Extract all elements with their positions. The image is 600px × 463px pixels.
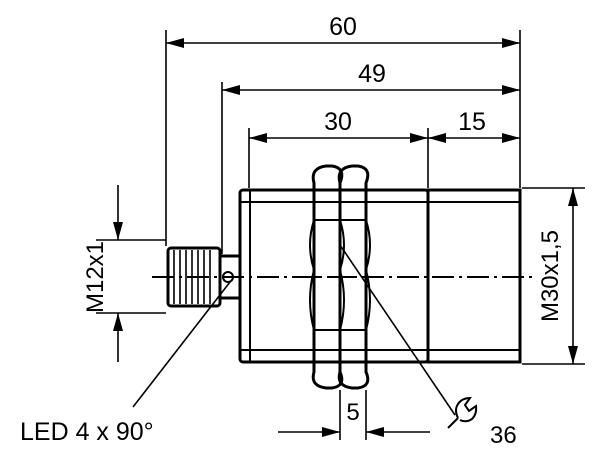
- dimension-connector-thread: M12x1: [82, 185, 123, 362]
- dim-49-label: 49: [358, 60, 386, 88]
- led-label: LED 4 x 90°: [20, 418, 154, 446]
- dim-5-label: 5: [346, 399, 359, 426]
- wrench-size-label: 36: [490, 422, 517, 449]
- wrench-callout: 36: [339, 244, 517, 449]
- dimension-front-length: 15: [428, 108, 520, 143]
- dim-m12-label: M12x1: [82, 241, 109, 313]
- dimension-nut-thickness: 5: [278, 399, 430, 437]
- dimension-housing-length: 49: [222, 60, 520, 95]
- dim-15-label: 15: [458, 108, 486, 136]
- dimension-housing-thread: M30x1,5: [537, 188, 578, 364]
- led-indicator: [222, 271, 234, 283]
- nut-right: [337, 164, 371, 390]
- wrench-icon: [447, 396, 478, 429]
- dim-30-label: 30: [324, 108, 352, 136]
- dim-60-label: 60: [329, 13, 357, 41]
- dimension-thread-length: 30: [249, 108, 428, 143]
- dim-m30-label: M30x1,5: [537, 230, 564, 322]
- led-callout: LED 4 x 90°: [20, 281, 231, 446]
- dimension-overall-length: 60: [166, 13, 520, 48]
- sensor-housing: [238, 188, 522, 364]
